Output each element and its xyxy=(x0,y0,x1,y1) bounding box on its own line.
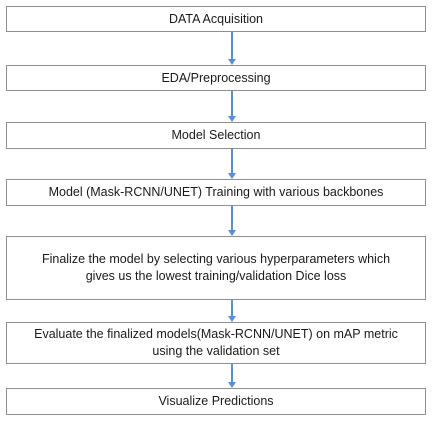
step-finalize-model: Finalize the model by selecting various … xyxy=(6,236,426,300)
arrow-2 xyxy=(226,91,238,122)
arrow-4 xyxy=(226,206,238,236)
step-label: Model (Mask-RCNN/UNET) Training with var… xyxy=(48,185,384,199)
step-visualize-predictions: Visualize Predictions xyxy=(6,388,426,415)
step-label: Evaluate the finalized models(Mask-RCNN/… xyxy=(34,327,398,358)
step-label: Model Selection xyxy=(171,128,261,142)
arrow-1 xyxy=(226,32,238,65)
step-model-training: Model (Mask-RCNN/UNET) Training with var… xyxy=(6,179,426,206)
step-data-acquisition: DATA Acquisition xyxy=(6,6,426,32)
step-label: Finalize the model by selecting various … xyxy=(41,252,391,283)
step-model-selection: Model Selection xyxy=(6,122,426,149)
arrow-5 xyxy=(226,300,238,322)
step-evaluate-models: Evaluate the finalized models(Mask-RCNN/… xyxy=(6,322,426,364)
arrow-3 xyxy=(226,149,238,179)
step-label: DATA Acquisition xyxy=(168,11,264,26)
step-eda-preprocessing: EDA/Preprocessing xyxy=(6,65,426,91)
arrow-6 xyxy=(226,364,238,388)
step-label: EDA/Preprocessing xyxy=(161,70,271,85)
step-label: Visualize Predictions xyxy=(158,394,274,408)
